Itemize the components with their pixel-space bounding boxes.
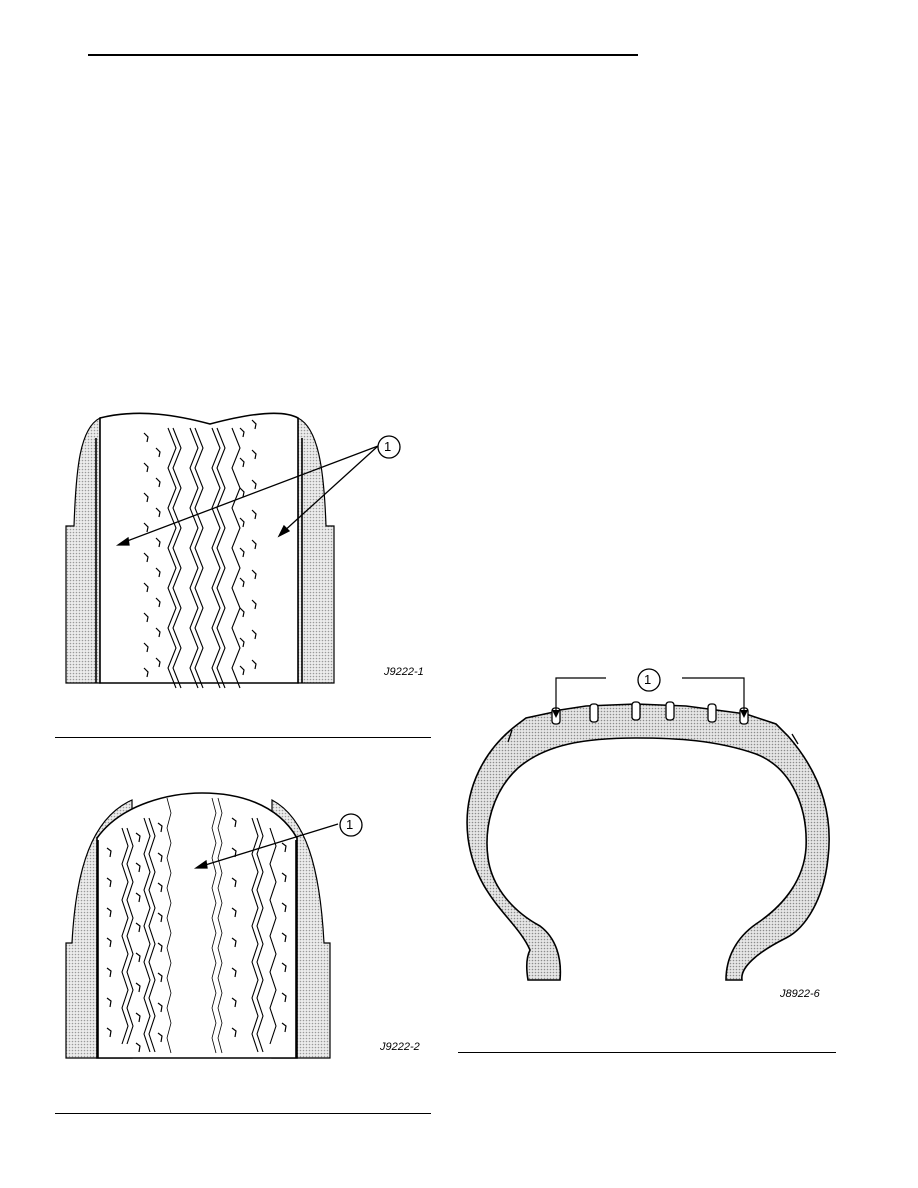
figure-code-fig2: J9222-2	[380, 1041, 420, 1053]
callout-marker-fig2	[339, 813, 363, 837]
figure-divider-1	[55, 737, 431, 738]
tire-tread-figure-2	[65, 792, 339, 1059]
callout-label-fig2: 1	[346, 817, 354, 832]
tire-tread-figure-1	[65, 412, 379, 689]
tire-cross-section-figure	[466, 677, 830, 981]
callout-label-fig1: 1	[384, 439, 392, 454]
leader-line	[121, 445, 379, 544]
callout-label-fig3: 1	[644, 672, 652, 687]
figure-divider-3	[458, 1052, 836, 1053]
figure-code-fig3: J8922-6	[780, 988, 820, 1000]
callout-marker-fig3	[637, 668, 661, 692]
callout-marker-fig1	[377, 435, 401, 459]
header-rule	[88, 54, 638, 56]
figure-divider-2	[55, 1113, 431, 1114]
figure-code-fig1: J9222-1	[384, 666, 424, 678]
